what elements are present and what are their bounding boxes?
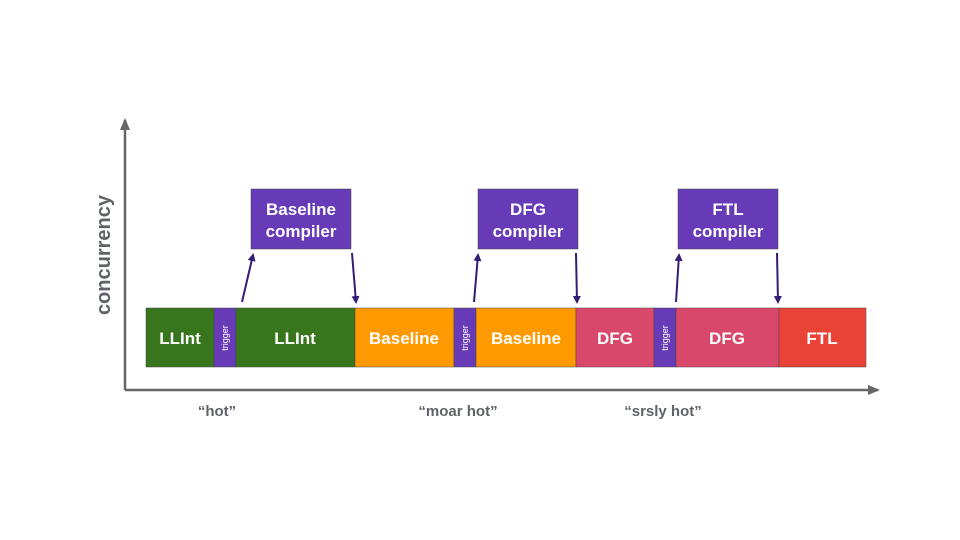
compiler-label-line1: FTL (712, 200, 743, 219)
segment-label: LLInt (274, 329, 316, 348)
trigger-label: trigger (660, 325, 670, 351)
timeline-bar: LLInt trigger LLInt Baseline trigger Bas… (145, 307, 867, 368)
segment-trigger-3: trigger (653, 307, 677, 368)
dfg-compiler-to-dfg-arrow (572, 252, 581, 304)
segment-label: Baseline (369, 329, 439, 348)
trigger-label: trigger (220, 325, 230, 351)
compiler-label-line2: compiler (493, 222, 564, 241)
compiler-ftl-box: FTL compiler (677, 188, 779, 250)
segment-label: DFG (597, 329, 633, 348)
compiler-label-line1: DFG (510, 200, 546, 219)
segment-label: Baseline (491, 329, 561, 348)
segment-ftl: FTL (778, 307, 867, 368)
compiler-label-line1: Baseline (266, 200, 336, 219)
moar-hot-label: “moar hot” (418, 403, 497, 420)
segment-llint-1: LLInt (145, 307, 215, 368)
ftl-compiler-to-ftl-arrow (773, 252, 782, 304)
segment-dfg-2: DFG (675, 307, 780, 368)
trigger-to-ftl-compiler-arrow (674, 253, 683, 303)
hotness-labels: “hot” “moar hot” “srsly hot” (198, 403, 702, 420)
trigger-to-baseline-compiler-arrow (241, 253, 256, 303)
compiler-dfg-box: DFG compiler (477, 188, 579, 250)
segment-trigger-2: trigger (453, 307, 477, 368)
segment-trigger-1: trigger (213, 307, 237, 368)
hot-label: “hot” (198, 403, 236, 420)
srsly-hot-label: “srsly hot” (624, 403, 702, 420)
compiler-baseline-box: Baseline compiler (250, 188, 352, 250)
segment-llint-2: LLInt (235, 307, 356, 368)
segment-dfg-1: DFG (575, 307, 655, 368)
baseline-compiler-to-baseline-arrow (351, 252, 360, 304)
trigger-label: trigger (460, 325, 470, 351)
segment-label: DFG (709, 329, 745, 348)
compiler-label-line2: compiler (266, 222, 337, 241)
segment-baseline-2: Baseline (475, 307, 577, 368)
compiler-label-line2: compiler (693, 222, 764, 241)
trigger-to-dfg-compiler-arrow (473, 253, 482, 303)
arrows (241, 252, 782, 304)
segment-label: LLInt (159, 329, 201, 348)
segment-baseline-1: Baseline (354, 307, 455, 368)
segment-label: FTL (806, 329, 837, 348)
axes: concurrency (93, 118, 880, 395)
y-axis-label: concurrency (93, 194, 115, 315)
